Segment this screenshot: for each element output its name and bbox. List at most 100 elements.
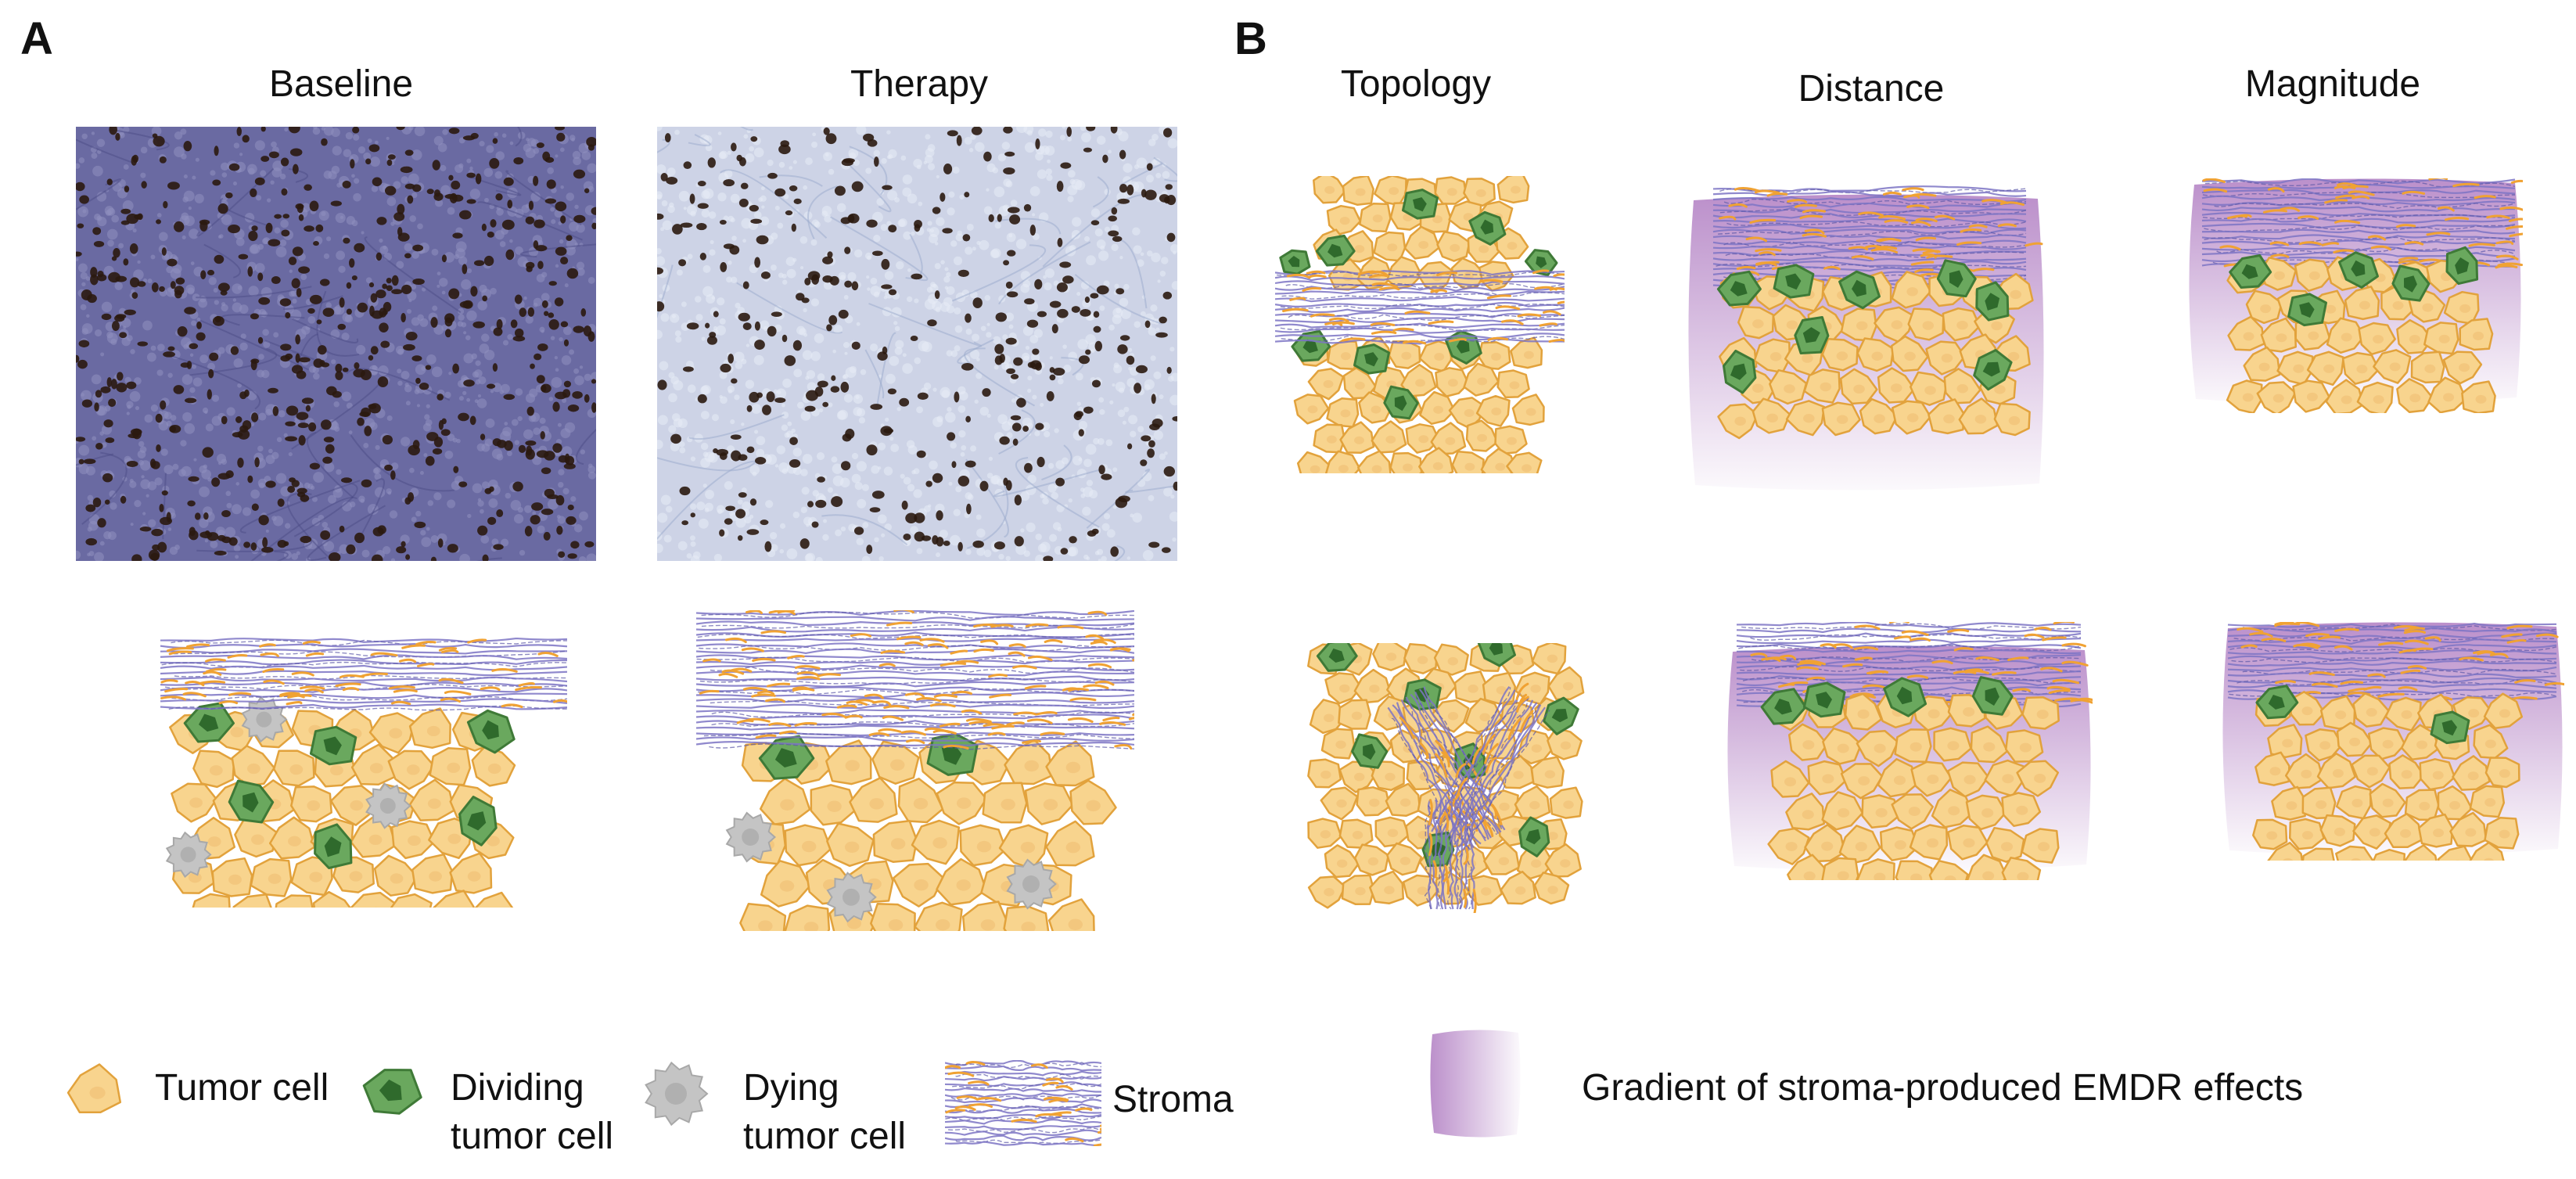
tumor-cell [1385, 782, 1421, 817]
tumor-cell [2344, 286, 2380, 321]
legend-dying-line2: tumor cell [743, 1116, 907, 1157]
tumor-cell [1861, 794, 1900, 829]
tumor-cell [1942, 307, 1981, 342]
tumor-cell [1909, 824, 1949, 861]
stroma-branch [1387, 686, 1506, 852]
tumor-cell [1403, 225, 1441, 260]
dividing-tumor-cell [1351, 733, 1389, 769]
tumor-cell [1717, 403, 1759, 440]
tumor-cell [2461, 380, 2496, 413]
tumor-cell [2292, 379, 2330, 413]
tumor-cell [2423, 322, 2459, 355]
dying-cell-shape [645, 1061, 709, 1127]
tumor-cell [2267, 724, 2303, 759]
dying-tumor-cell [365, 782, 411, 829]
tumor-cell [1877, 367, 1916, 404]
tumor-cell [2021, 828, 2060, 864]
tumor-cell [959, 824, 1008, 867]
tumor-cell [1511, 394, 1545, 426]
tumor-cell [373, 854, 419, 897]
tumor-cell [2288, 818, 2325, 850]
tumor-cell [192, 749, 235, 789]
therapy-schematic [696, 610, 1134, 931]
tumor-cell [1767, 827, 1810, 865]
tumor-cell [2252, 818, 2288, 850]
dividing-tumor-cell [1838, 270, 1881, 310]
tumor-cell [2005, 729, 2044, 763]
tumor-cell [2369, 782, 2406, 818]
legend-dividing-line1: Dividing [451, 1067, 584, 1109]
tumor-cell [1549, 786, 1583, 819]
tumor-cell [1958, 397, 1999, 435]
tumor-cell [2473, 724, 2509, 760]
tumor-cell [1496, 176, 1530, 204]
gradient-swatch-shape [1430, 1030, 1521, 1138]
tumor-cell [390, 893, 433, 908]
tumor-cell [2483, 692, 2524, 730]
tumor-cell [2404, 844, 2438, 861]
tumor-cell [1024, 782, 1074, 825]
tumor-cell [1453, 670, 1488, 703]
tumor-cell [2267, 841, 2304, 861]
dividing-tumor-cell [1794, 316, 1830, 354]
tumor-cell [2449, 811, 2488, 847]
tumor-cell [231, 745, 275, 787]
dividing-tumor-cell [2430, 710, 2470, 745]
tumor-cell [1324, 844, 1360, 879]
tumor-cell [2260, 317, 2298, 353]
panel-a-label: A [20, 13, 53, 64]
therapy-title: Therapy [850, 63, 989, 105]
dividing-tumor-cell [1468, 210, 1507, 246]
stroma-icon [945, 1060, 1101, 1146]
tumor-cell [1787, 854, 1827, 880]
dividing-tumor-cell [1973, 349, 2013, 391]
tumor-cell [1386, 256, 1423, 290]
tumor-cell [1533, 872, 1570, 905]
tumor-cell [2227, 315, 2265, 351]
tumor-cell [390, 820, 436, 860]
tumor-cell [474, 891, 514, 908]
dividing-tumor-cell [1975, 281, 2010, 322]
tumor-cell [2316, 752, 2356, 789]
dying-tumor-cell [826, 872, 877, 923]
tumor-cell [1514, 785, 1551, 820]
tumor-cell [232, 893, 272, 908]
tumor-cell [1483, 841, 1521, 875]
tumor-cell [2358, 322, 2396, 356]
tumor-cell [2306, 350, 2345, 386]
magnitude-low-schematic [2220, 622, 2564, 861]
tumor-cell [408, 707, 451, 749]
tumor-cell [1342, 367, 1377, 400]
tumor-cell [914, 901, 963, 931]
tumor-cell [1418, 447, 1454, 473]
dividing-tumor-cell [1883, 677, 1928, 717]
tumor-cell [1341, 874, 1375, 906]
dividing-tumor-cell [1279, 249, 1311, 275]
tumor-cell [911, 819, 961, 865]
tumor-cell [1372, 643, 1407, 671]
tumor-cell [350, 743, 397, 786]
tumor-cell [1374, 176, 1407, 207]
tumor-cell [2335, 785, 2372, 820]
tumor-cell [1371, 760, 1406, 792]
tumor-cell [1353, 668, 1392, 704]
tumor-cell [329, 785, 378, 826]
dividing-tumor-cell [1760, 688, 1807, 725]
tumor-cell [2319, 814, 2356, 847]
tumor-cell [870, 902, 916, 931]
tumor-cell [1338, 699, 1371, 730]
tumor-cell [1326, 204, 1362, 235]
tumor-cell [1844, 692, 1883, 731]
stained-nuclei [76, 127, 596, 561]
tumor-cell [1928, 860, 1969, 880]
tumor-cell [387, 749, 435, 790]
dividing-tumor-cell [1291, 329, 1331, 362]
tumor-cell [1544, 843, 1582, 878]
tumor-cell [1307, 368, 1345, 401]
magnitude-title: Magnitude [2244, 63, 2421, 105]
tumor-cell [1463, 178, 1496, 207]
tumor-cell [1821, 401, 1861, 437]
stroma-branch [1424, 799, 1477, 913]
tumor-cell [1388, 340, 1421, 369]
tumor-cell [998, 824, 1049, 870]
